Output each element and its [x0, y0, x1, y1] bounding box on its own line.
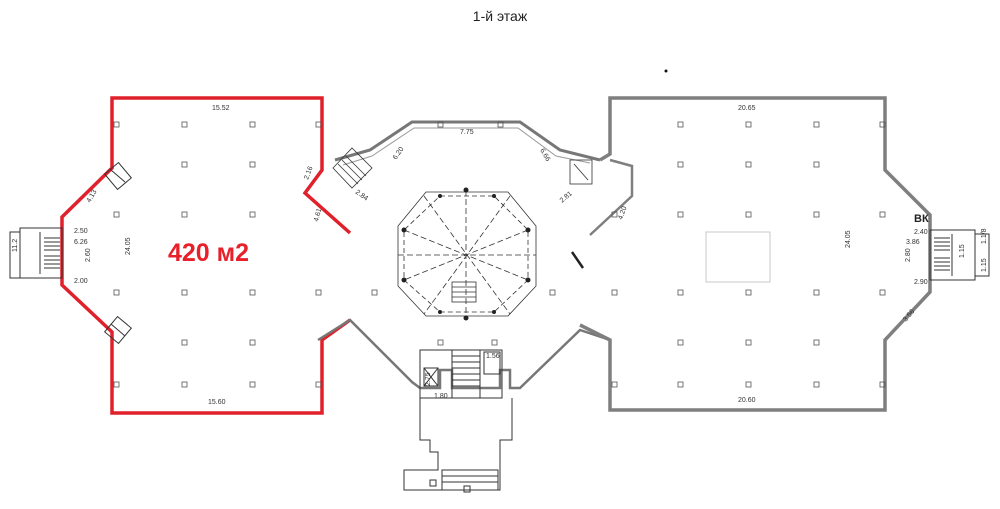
dim-left-stair-bottom: 2.00	[74, 278, 88, 285]
dim-left-inner-a: 2.16	[303, 165, 314, 180]
dim-right-bottom: 20.60	[738, 397, 756, 404]
dim-center-left-low: 2.84	[354, 189, 369, 203]
dim-right-stair-bottom: 2.90	[914, 279, 928, 286]
dim-center-stair-small: 1.80	[434, 393, 448, 400]
dim-right-top: 20.65	[738, 105, 756, 112]
dim-left-stair-top: 2.50	[74, 228, 88, 235]
dim-left-top: 15.52	[212, 105, 230, 112]
dim-left-bottom: 15.60	[208, 399, 226, 406]
dim-right-small-c: 1.15	[959, 244, 966, 258]
dim-left-inner-b: 4.61	[313, 207, 323, 222]
area-label: 420 м2	[168, 239, 249, 267]
dim-right-height: 24.05	[845, 230, 852, 248]
left-columns	[113, 121, 322, 388]
dim-center-right-low: 2.81	[559, 190, 574, 204]
center-door	[570, 251, 585, 269]
dim-right-diag-upper: 4.20	[617, 205, 628, 220]
dim-center-right-diag: 6.66	[538, 148, 551, 163]
dim-left-stair-mark: 11.2	[12, 239, 19, 252]
dim-center-left-diag: 6.20	[392, 146, 406, 161]
dome	[397, 190, 537, 318]
center-outline-bottom	[317, 318, 611, 390]
right-stair	[929, 229, 990, 281]
left-vent-boxes	[103, 161, 133, 345]
left-stair	[9, 227, 63, 279]
dim-right-small-b: 1.15	[981, 258, 988, 272]
left-wing: 420 м2 15.52 15.60 24.05 4.13 6.26 2.50 …	[9, 96, 352, 415]
left-wing-outline	[60, 96, 352, 415]
dim-center-top: 7.75	[460, 129, 474, 136]
dim-center-stair: 1.56	[486, 353, 500, 360]
center-bottom-stair	[403, 349, 513, 493]
dim-left-stair-width: 6.26	[74, 239, 88, 246]
dim-left-stair-side: 2.60	[85, 248, 92, 262]
center-outline-inner-top	[342, 127, 591, 166]
floor-title: 1-й этаж	[472, 8, 528, 24]
dome-nodes	[401, 187, 531, 321]
right-wing-inner-wall	[589, 158, 634, 236]
dim-right-stair-side: 2.80	[905, 248, 912, 262]
corner-label: ВК	[914, 213, 929, 225]
center-hall: 7.75 6.20 6.66 2.84 2.81 1.56 2.75 1.80	[317, 120, 611, 493]
marker-dot	[664, 69, 668, 73]
right-wing-room	[705, 231, 771, 283]
dim-right-small-a: 1.1/8	[981, 228, 988, 244]
right-wing-outline	[579, 96, 932, 412]
center-columns	[371, 121, 556, 346]
right-wing: 20.65 20.60 24.05 4.20 3.56 2.40 2.90 3.…	[579, 96, 990, 412]
dim-center-stair-side: 2.75	[425, 372, 432, 386]
center-outline-top	[334, 120, 601, 162]
right-columns	[611, 121, 886, 388]
dim-right-stair-top: 2.40	[914, 229, 928, 236]
center-left-stair	[332, 147, 373, 189]
dim-left-height: 24.05	[125, 237, 132, 255]
dim-right-stair-width: 3.86	[906, 239, 920, 246]
center-right-stair	[569, 159, 593, 185]
